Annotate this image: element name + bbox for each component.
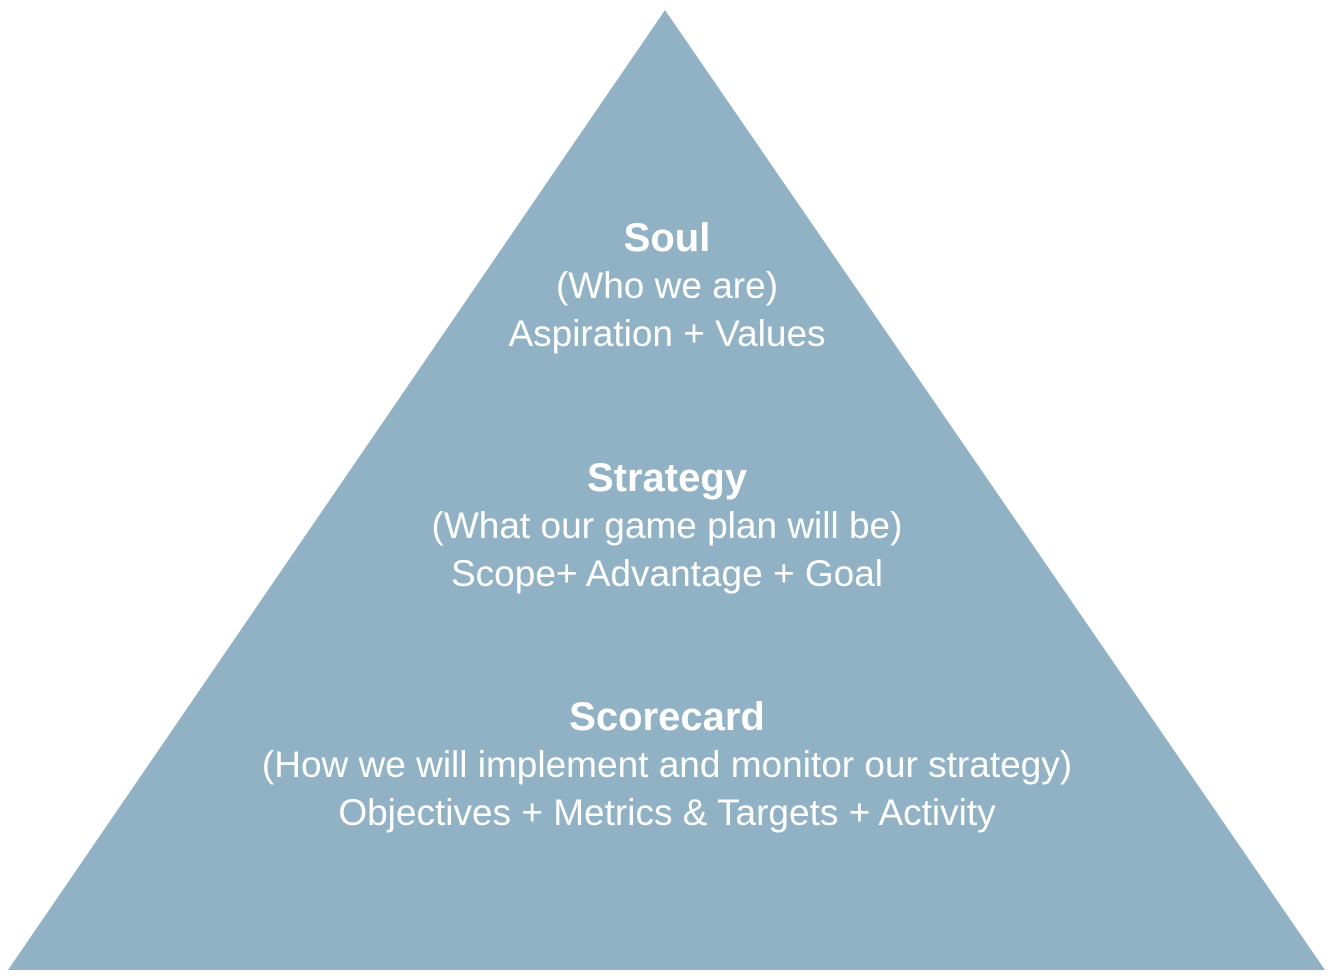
tier-scorecard-subtitle: (How we will implement and monitor our s… — [261, 744, 1073, 785]
tier-strategy-detail: Scope+ Advantage + Goal — [450, 553, 883, 594]
tier-scorecard-detail: Objectives + Metrics & Targets + Activit… — [338, 792, 996, 833]
tier-soul: Soul (Who we are) Aspiration + Values — [0, 214, 1334, 358]
pyramid-triangle — [8, 10, 1325, 970]
tier-strategy-subtitle: (What our game plan will be) — [431, 505, 903, 546]
tier-scorecard: Scorecard (How we will implement and mon… — [0, 693, 1334, 837]
tier-soul-subtitle: (Who we are) — [555, 265, 779, 306]
tier-soul-title: Soul — [623, 216, 711, 260]
tier-strategy: Strategy (What our game plan will be) Sc… — [0, 454, 1334, 598]
tier-soul-detail: Aspiration + Values — [508, 313, 826, 354]
tier-strategy-title: Strategy — [586, 456, 748, 500]
tier-scorecard-title: Scorecard — [569, 695, 765, 739]
